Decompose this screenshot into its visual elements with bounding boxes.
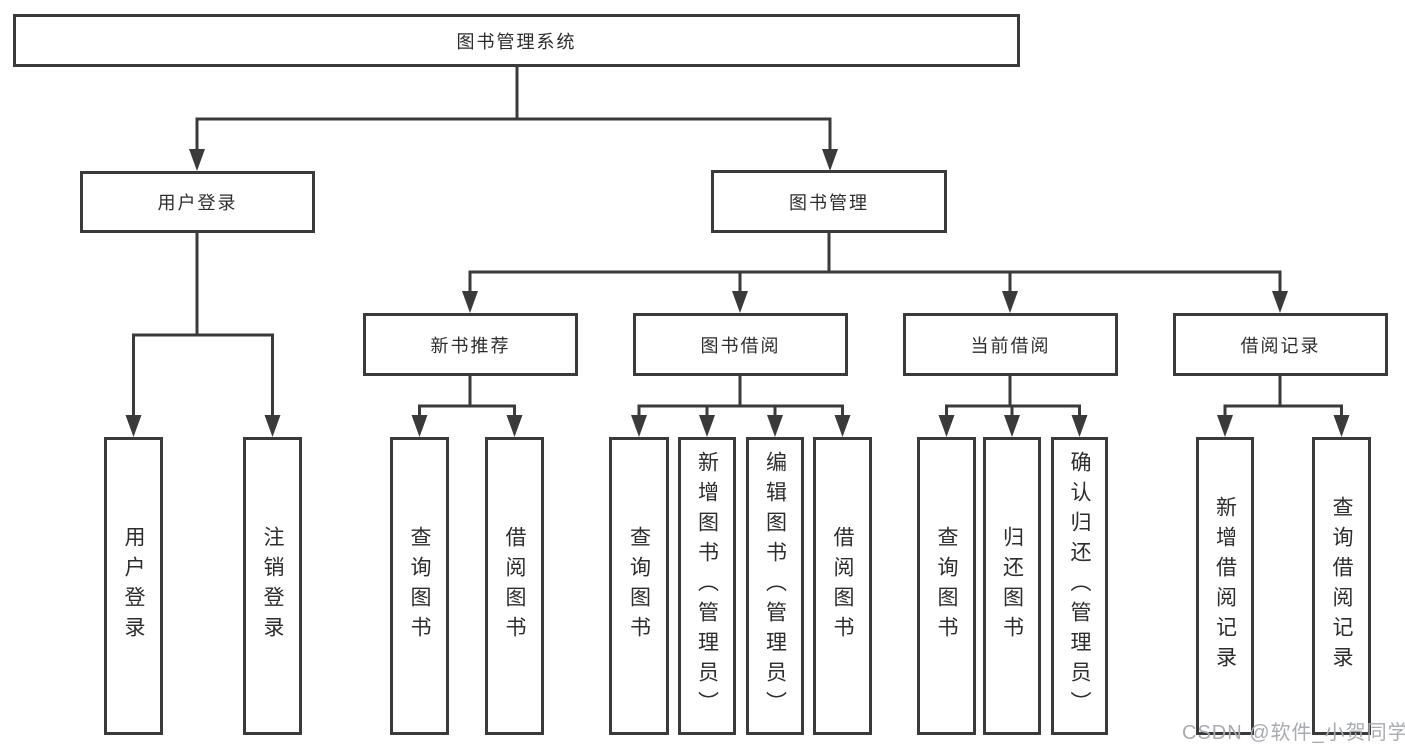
node-leaf-logout: 注销登录 xyxy=(243,437,302,735)
node-book-management-system: 图书管理系统 xyxy=(13,14,1020,67)
node-leaf-borrow-books-2: 借阅图书 xyxy=(813,437,872,735)
node-leaf-confirm-return-admin: 确认归还（管理员） xyxy=(1051,437,1108,735)
node-leaf-query-books-1: 查询图书 xyxy=(390,437,449,735)
node-borrowing-records: 借阅记录 xyxy=(1173,313,1388,376)
node-leaf-return-books: 归还图书 xyxy=(983,437,1041,735)
node-user-login: 用户登录 xyxy=(80,171,315,233)
node-leaf-query-books-2: 查询图书 xyxy=(609,437,669,735)
csdn-watermark: CSDN @软件_小贺同学 xyxy=(1182,722,1405,744)
node-current-borrowing: 当前借阅 xyxy=(903,313,1118,376)
node-new-book-recommendation: 新书推荐 xyxy=(363,313,578,376)
node-leaf-add-borrow-record: 新增借阅记录 xyxy=(1196,437,1254,735)
node-book-borrowing: 图书借阅 xyxy=(633,313,848,376)
node-leaf-borrow-books-1: 借阅图书 xyxy=(485,437,544,735)
node-leaf-add-books-admin: 新增图书（管理员） xyxy=(678,437,736,735)
node-leaf-query-books-3: 查询图书 xyxy=(917,437,976,735)
node-book-management: 图书管理 xyxy=(711,170,947,233)
node-leaf-edit-books-admin: 编辑图书（管理员） xyxy=(746,437,804,735)
node-leaf-user-login: 用户登录 xyxy=(104,437,163,735)
node-leaf-query-borrow-record: 查询借阅记录 xyxy=(1312,437,1371,735)
